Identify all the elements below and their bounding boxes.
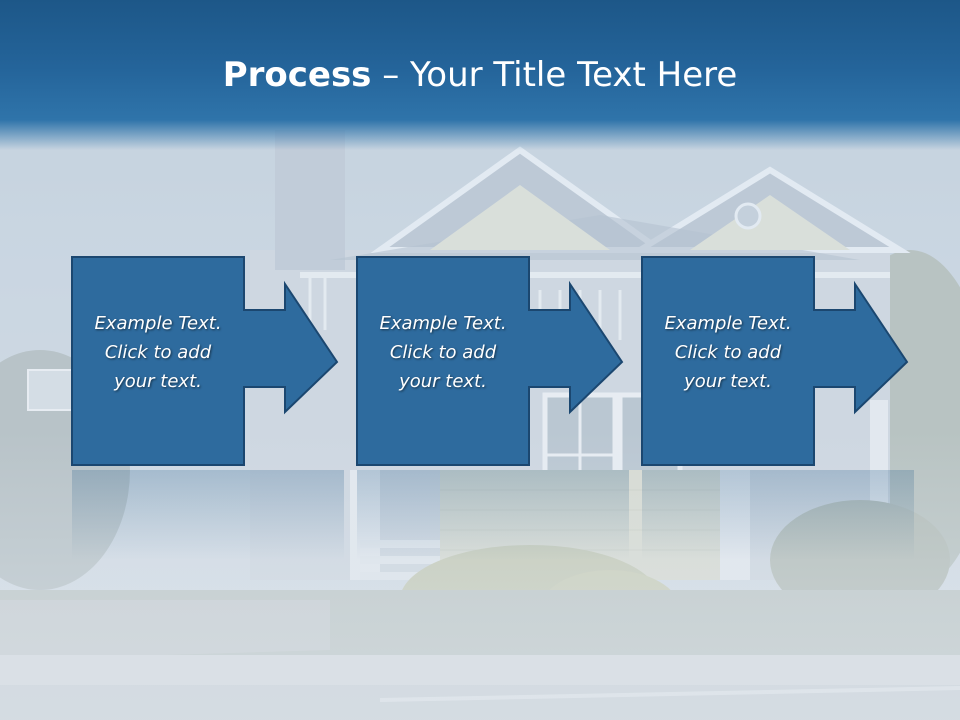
step-3-arrow-shape — [641, 256, 909, 466]
slide-title[interactable]: Process – Your Title Text Here — [0, 52, 960, 98]
process-step-3[interactable]: Example Text. Click to add your text. — [641, 256, 914, 469]
process-step-1[interactable]: Example Text. Click to add your text. — [71, 256, 344, 469]
step-2-arrow-shape — [356, 256, 624, 466]
process-step-2[interactable]: Example Text. Click to add your text. — [356, 256, 629, 469]
title-bold: Process — [222, 55, 372, 95]
title-rest: – Your Title Text Here — [371, 55, 738, 95]
step-3-text: Example Text. Click to add your text. — [664, 313, 792, 392]
step-1-text: Example Text. Click to add your text. — [94, 313, 222, 392]
step-1-arrow-shape — [71, 256, 339, 466]
step-2-text: Example Text. Click to add your text. — [379, 313, 507, 392]
title-band — [0, 0, 960, 150]
